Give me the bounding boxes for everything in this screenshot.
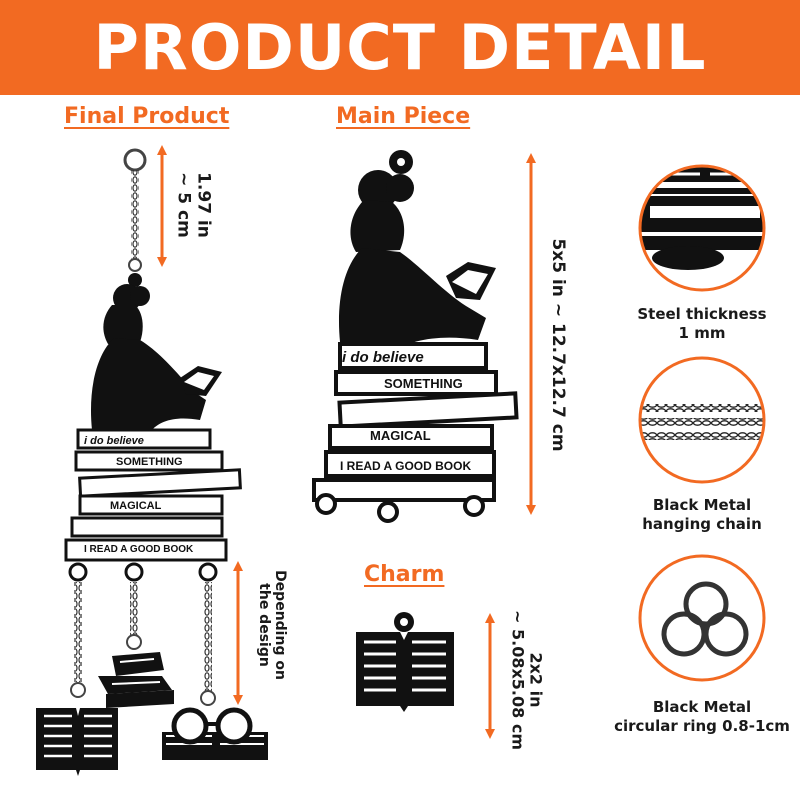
final-product-reader-silhouette	[90, 273, 222, 432]
main-piece-size-label: 5x5 in ~ 12.7x12.7 cm	[547, 238, 568, 452]
charm-open-book-icon	[356, 612, 454, 712]
final-line4: I READ A GOOD BOOK	[84, 544, 194, 555]
main-piece-heading: Main Piece	[336, 104, 471, 129]
final-product-heading: Final Product	[64, 104, 230, 129]
charm-chain-length-label: Depending on the design	[256, 570, 289, 680]
open-book-charm-icon	[36, 682, 118, 776]
charm-heading: Charm	[364, 562, 445, 587]
main-line3: MAGICAL	[370, 428, 431, 443]
steel-thickness-label: Steel thickness 1 mm	[637, 305, 767, 342]
chain-closeup-icon	[638, 356, 766, 484]
final-line2: SOMETHING	[116, 456, 183, 468]
charm-size-label: 2x2 in ~ 5.08x5.08 cm	[508, 610, 546, 750]
main-line2: SOMETHING	[384, 376, 463, 391]
stacked-books-charm-icon	[98, 634, 174, 708]
main-line1: i do believe	[342, 349, 424, 366]
main-line4: I READ A GOOD BOOK	[340, 459, 471, 473]
main-piece-artwork: i do believe SOMETHING MAGICAL I READ A …	[312, 150, 519, 523]
chain-length-label: 1.97 in ~ 5 cm	[174, 172, 214, 238]
final-product-book-stack: i do believe SOMETHING MAGICAL I READ A …	[64, 428, 242, 582]
glasses-book-charm-icon	[162, 690, 268, 760]
header-banner	[0, 0, 800, 95]
circular-ring-label: Black Metal circular ring 0.8-1cm	[614, 698, 790, 735]
top-ring	[123, 148, 147, 172]
final-line1: i do believe	[84, 435, 144, 447]
page-title: PRODUCT DETAIL	[93, 11, 707, 84]
hanging-chain-label: Black Metal hanging chain	[642, 496, 762, 533]
rings-closeup-icon	[638, 554, 766, 682]
final-line3: MAGICAL	[110, 500, 162, 512]
top-chain	[131, 170, 139, 260]
steel-thickness-closeup-icon	[638, 164, 766, 292]
final-product-assembly: i do believe SOMETHING MAGICAL I READ A …	[36, 148, 268, 776]
